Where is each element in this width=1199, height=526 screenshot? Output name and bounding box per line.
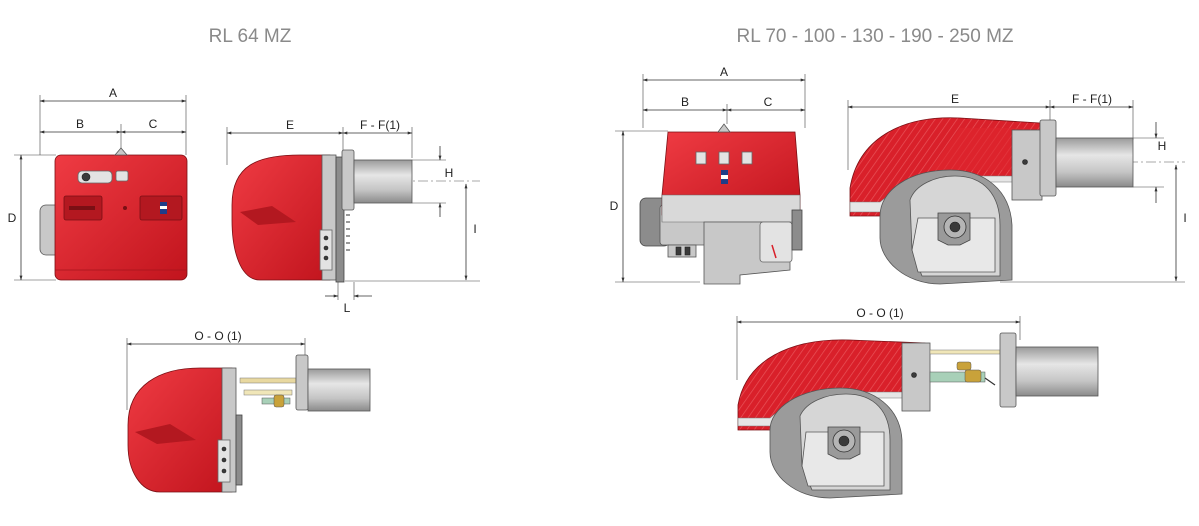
dim-label-l-rl64: L <box>344 301 351 315</box>
rl70-top-view: O - O (1) <box>736 306 1099 499</box>
dim-label-a-rl70: A <box>720 65 728 79</box>
dim-label-b-rl70: B <box>681 95 689 109</box>
dim-label-e-rl70: E <box>951 92 959 106</box>
dim-label-e-rl64: E <box>286 118 294 132</box>
dim-label-b: B <box>76 117 84 131</box>
dim-label-o-rl64: O - O (1) <box>194 329 241 343</box>
dim-label-d-rl70: D <box>610 199 619 213</box>
title-rl64: RL 64 MZ <box>209 26 292 47</box>
rl64-top-view: O - O (1) <box>126 329 371 493</box>
dim-label-h-rl64: H <box>445 166 454 180</box>
dim-label-h-rl70: H <box>1158 139 1167 153</box>
rl70-front-view: A B C D <box>610 65 806 285</box>
dim-label-f-rl70: F - F(1) <box>1072 92 1112 106</box>
title-rl70-250: RL 70 - 100 - 130 - 190 - 250 MZ <box>736 26 1013 47</box>
rl64-front-view: A B C D <box>8 86 188 281</box>
rl70-side-view: E F - F(1) H I <box>847 92 1187 285</box>
dim-label-d: D <box>8 211 17 225</box>
dim-label-o-rl70: O - O (1) <box>856 306 903 320</box>
dim-label-a: A <box>109 86 117 100</box>
dim-label-f-rl64: F - F(1) <box>360 118 400 132</box>
rl64-side-view: E F - F(1) H I L <box>226 118 480 315</box>
dim-label-i-rl70: I <box>1183 211 1186 225</box>
dim-label-c-rl70: C <box>764 95 773 109</box>
dim-label-i-rl64: I <box>473 222 476 236</box>
dim-label-c: C <box>149 117 158 131</box>
